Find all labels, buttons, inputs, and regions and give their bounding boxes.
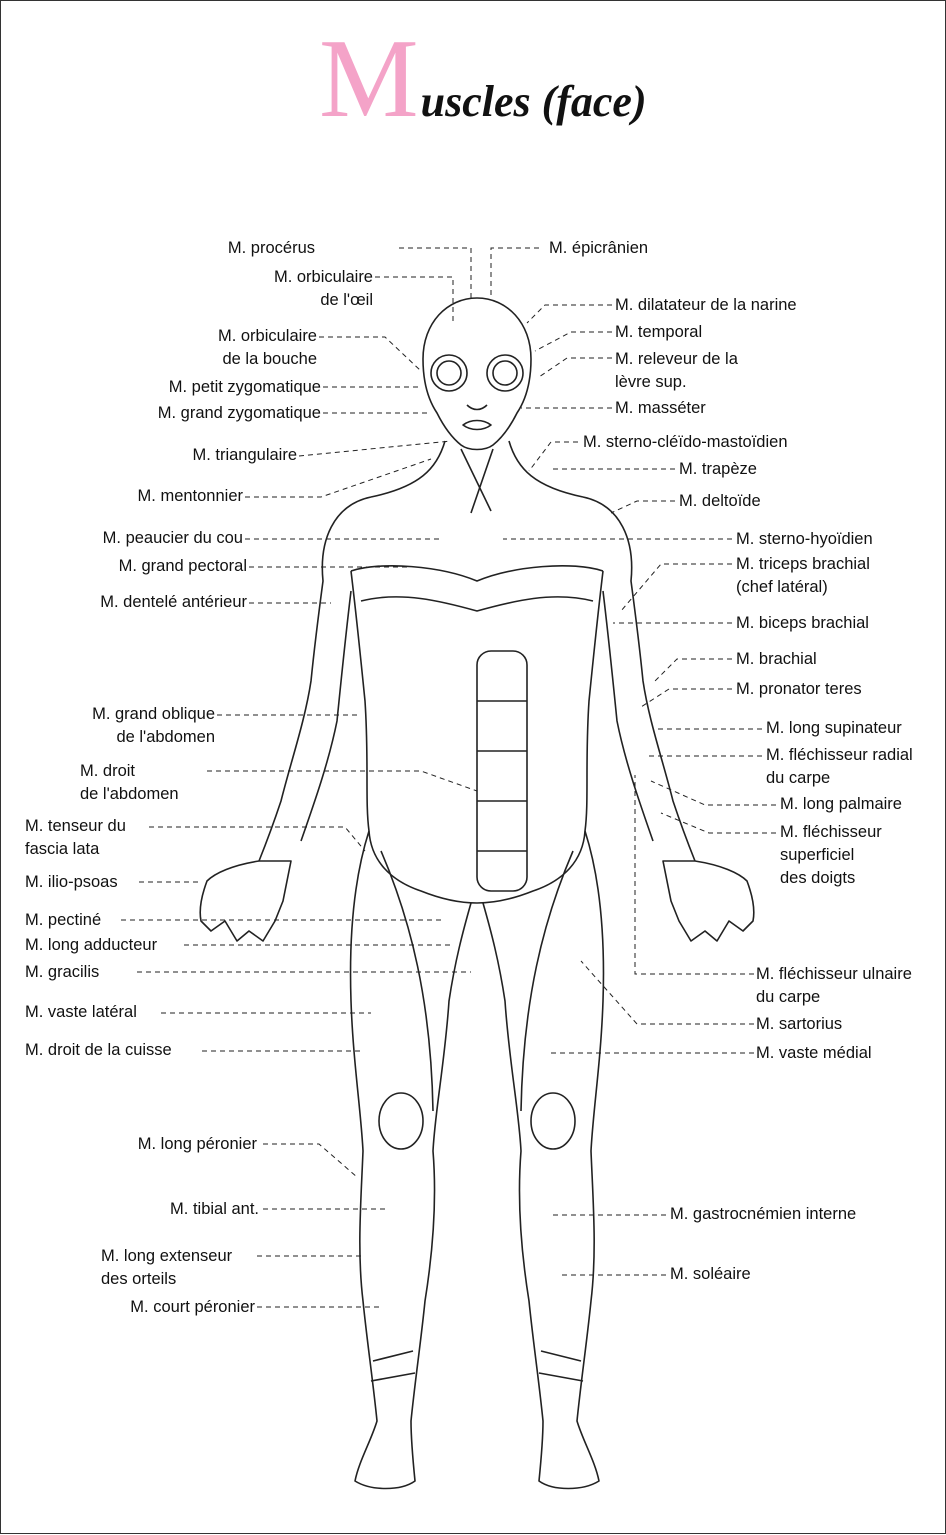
label-sartorius: M. sartorius (756, 1013, 842, 1036)
label-epicranien: M. épicrânien (549, 237, 648, 260)
label-pronator: M. pronator teres (736, 678, 862, 701)
label-brachial: M. brachial (736, 648, 817, 671)
label-vaste-lateral: M. vaste latéral (25, 1001, 137, 1024)
label-petit-zygomatique: M. petit zygomatique (101, 376, 321, 399)
label-pectine: M. pectiné (25, 909, 101, 932)
label-triceps: M. triceps brachial(chef latéral) (736, 553, 870, 599)
label-gastrocnemien: M. gastrocnémien interne (670, 1203, 856, 1226)
label-long-peronier: M. long péronier (91, 1133, 257, 1156)
label-long-supinateur: M. long supinateur (766, 717, 902, 740)
label-triangulaire: M. triangulaire (131, 444, 297, 467)
label-grand-zygomatique: M. grand zygomatique (91, 402, 321, 425)
label-masseter: M. masséter (615, 397, 706, 420)
label-court-peronier: M. court péronier (81, 1296, 255, 1319)
label-trapeze: M. trapèze (679, 458, 757, 481)
label-peaucier-cou: M. peaucier du cou (41, 527, 243, 550)
label-sterno-cleido: M. sterno-cléïdo-mastoïdien (583, 431, 788, 454)
label-long-adducteur: M. long adducteur (25, 934, 157, 957)
label-gracilis: M. gracilis (25, 961, 99, 984)
body-outline (200, 298, 754, 1489)
label-long-palmaire: M. long palmaire (780, 793, 902, 816)
label-soleaire: M. soléaire (670, 1263, 751, 1286)
label-grand-pectoral: M. grand pectoral (57, 555, 247, 578)
label-procerus: M. procérus (181, 237, 315, 260)
label-mentonnier: M. mentonnier (81, 485, 243, 508)
label-ilio-psoas: M. ilio-psoas (25, 871, 118, 894)
label-vaste-medial: M. vaste médial (756, 1042, 872, 1065)
label-dilatateur-narine: M. dilatateur de la narine (615, 294, 797, 317)
label-biceps: M. biceps brachial (736, 612, 869, 635)
label-sterno-hyoidien: M. sterno-hyoïdien (736, 528, 873, 551)
label-droit-cuisse: M. droit de la cuisse (25, 1039, 172, 1062)
label-dentele-anterieur: M. dentelé antérieur (41, 591, 247, 614)
label-temporal: M. temporal (615, 321, 702, 344)
label-deltoide: M. deltoïde (679, 490, 761, 513)
label-tibial-ant: M. tibial ant. (121, 1198, 259, 1221)
